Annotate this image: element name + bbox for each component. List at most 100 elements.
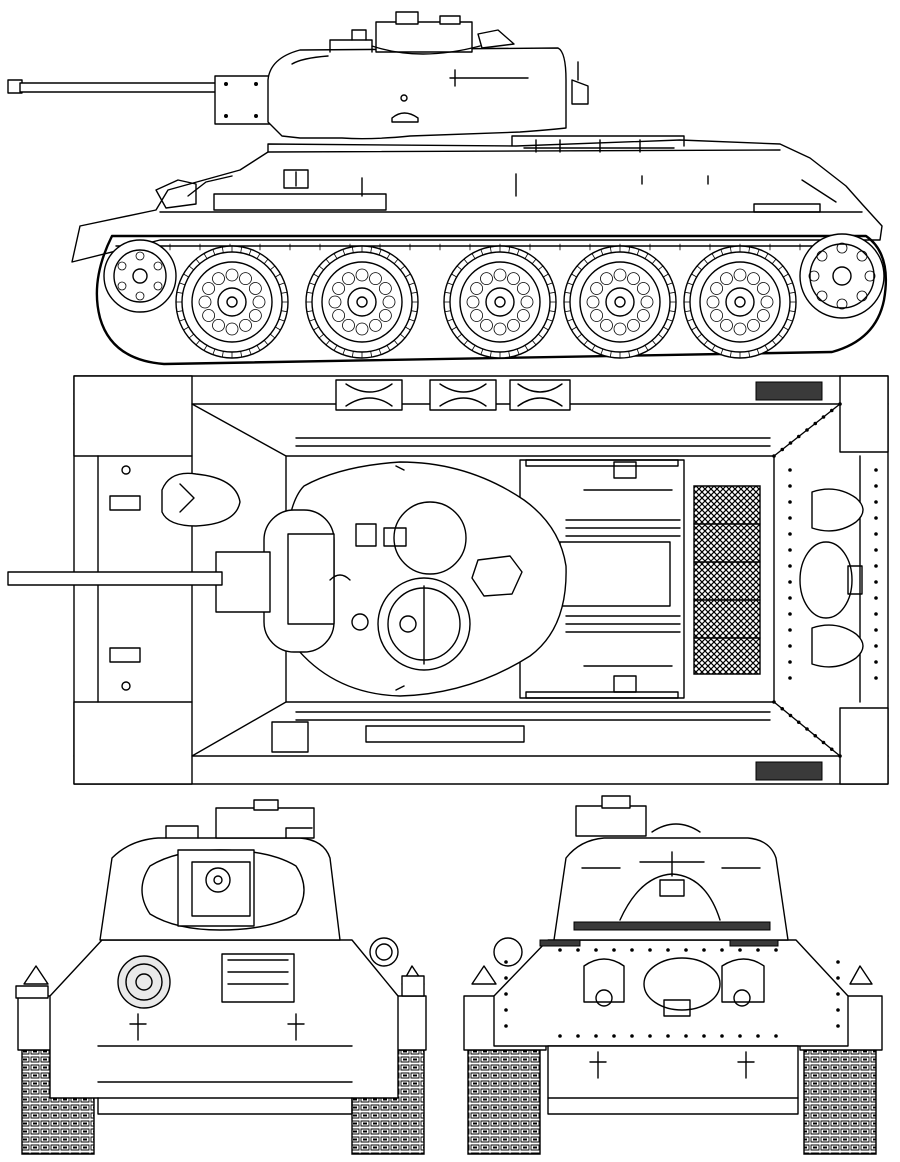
rivet: [780, 447, 785, 452]
rivet: [788, 484, 792, 488]
side-view: [8, 12, 886, 364]
rivet: [594, 948, 598, 952]
rivet: [821, 740, 826, 745]
rivet: [666, 948, 670, 952]
rivet: [838, 754, 842, 758]
rivet: [558, 948, 562, 952]
rivet: [756, 948, 760, 952]
rivet: [788, 516, 792, 520]
turret-top: [8, 462, 566, 696]
rivet: [576, 948, 580, 952]
rivet: [612, 1034, 616, 1038]
rivet: [788, 596, 792, 600]
rivet: [813, 733, 818, 738]
rivet: [788, 580, 792, 584]
rivet: [874, 580, 878, 584]
rivet: [874, 612, 878, 616]
main-gun-barrel: [8, 76, 270, 124]
rivet: [788, 628, 792, 632]
rivet: [772, 454, 776, 458]
rivet: [836, 960, 840, 964]
rivet: [874, 660, 878, 664]
rivet: [874, 532, 878, 536]
rivet: [836, 992, 840, 996]
rivet: [738, 948, 742, 952]
rivet: [874, 516, 878, 520]
rivet: [805, 727, 809, 731]
rivet: [874, 468, 878, 472]
rivet: [874, 564, 878, 568]
road-wheel: [444, 246, 556, 358]
rivet: [836, 976, 840, 980]
rivet: [874, 484, 878, 488]
rivet: [788, 532, 792, 536]
rivet: [666, 1034, 670, 1038]
rivet: [504, 992, 508, 996]
rivet: [504, 976, 508, 980]
rivet: [788, 441, 793, 445]
rivet: [874, 644, 878, 648]
rivet: [796, 720, 801, 725]
road-wheel: [684, 246, 796, 358]
rivet: [630, 1034, 634, 1038]
rivet: [788, 644, 792, 648]
rivet: [558, 1034, 562, 1038]
road-wheel: [564, 246, 676, 358]
road-wheel: [176, 246, 288, 358]
hull-rivets: [772, 402, 878, 758]
rivet: [788, 713, 793, 718]
rivet: [702, 1034, 706, 1038]
rivet: [774, 948, 778, 952]
road-wheels: [176, 246, 796, 358]
rivet: [796, 434, 801, 439]
rivet: [576, 1034, 580, 1038]
rivet: [738, 1034, 742, 1038]
rivet: [788, 660, 792, 664]
rivet: [684, 948, 688, 952]
rivet: [788, 500, 792, 504]
rivet: [594, 1034, 598, 1038]
rivet: [648, 1034, 652, 1038]
rivet: [720, 948, 724, 952]
rivet: [702, 948, 706, 952]
rivet: [756, 1034, 760, 1038]
hull-side: [72, 136, 882, 262]
rivet: [838, 402, 842, 406]
rivet: [780, 706, 785, 711]
rivet: [788, 548, 792, 552]
rear-plate-rivets: [504, 948, 840, 1038]
rivet: [788, 612, 792, 616]
rivet: [504, 1024, 508, 1028]
rivet: [874, 676, 878, 680]
drive-sprocket: [800, 234, 884, 318]
rivet: [874, 548, 878, 552]
rivet: [630, 948, 634, 952]
rivet: [612, 948, 616, 952]
front-view: [16, 800, 426, 1154]
rivet: [720, 1034, 724, 1038]
rivet: [788, 676, 792, 680]
rivet: [821, 415, 826, 419]
rivet: [829, 747, 834, 752]
rivet: [504, 960, 508, 964]
top-view: [8, 376, 888, 784]
rivet: [774, 1034, 778, 1038]
rivet: [874, 500, 878, 504]
rivet: [874, 628, 878, 632]
rivet: [836, 1008, 840, 1012]
rivet: [813, 421, 818, 426]
rear-view: [464, 796, 882, 1154]
idler-wheel: [104, 240, 176, 312]
rivet: [874, 596, 878, 600]
rivet: [772, 700, 776, 704]
rivet: [648, 948, 652, 952]
rivet: [504, 1008, 508, 1012]
road-wheel: [306, 246, 418, 358]
rivet: [788, 468, 792, 472]
rivet: [805, 428, 809, 432]
rivet: [788, 564, 792, 568]
turret-side: [268, 12, 588, 139]
rivet: [829, 408, 834, 413]
rivet: [684, 1034, 688, 1038]
